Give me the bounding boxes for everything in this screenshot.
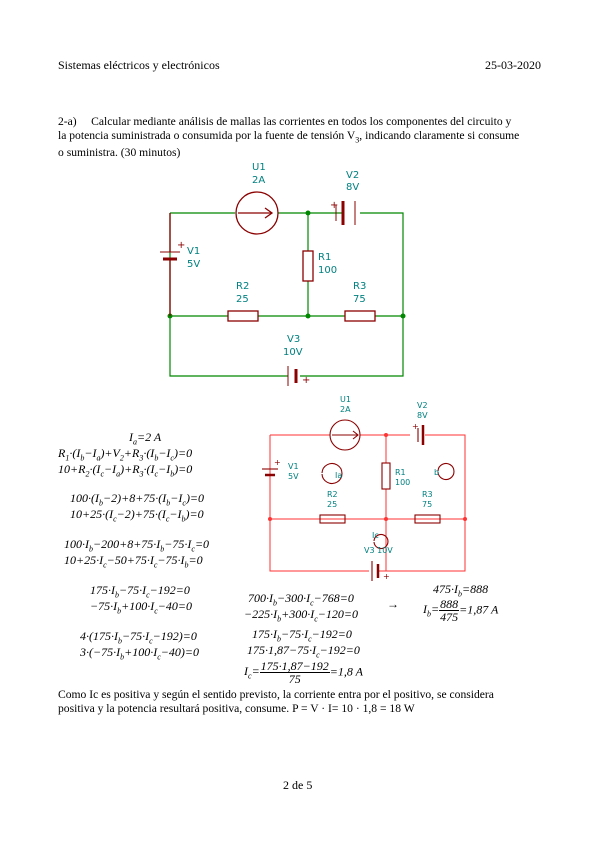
ib-numerator: 888 — [439, 597, 460, 611]
arrow-implies: → — [387, 597, 399, 611]
problem-line-1: 2-a) Calcular mediante análisis de malla… — [58, 115, 512, 128]
mesh-label-v3: V3 10V — [364, 546, 393, 555]
mesh-value-r3: 75 — [422, 500, 432, 509]
eq-b-scaled: 700·Ib−300·Ic−768=0 — [248, 591, 354, 608]
label-v3: V3 — [287, 334, 300, 345]
circuit-nodes — [167, 210, 406, 319]
mesh-value-u1: 2A — [340, 405, 351, 414]
conclusion-line-1: Como Ic es positiva y según el sentido p… — [58, 688, 494, 701]
circuit-labels: + + + — [177, 200, 338, 386]
value-v3: 10V — [283, 347, 303, 358]
eq-c-times3: 3·(−75·Ib+100·Ic−40)=0 — [80, 645, 199, 662]
label-u1: U1 — [252, 162, 266, 173]
eq-b-sub: 100·(Ib−2)+8+75·(Ib−Ic)=0 — [70, 491, 205, 508]
eq-ia: Ia=2 A — [129, 430, 162, 447]
eq-c-scaled: −225·Ib+300·Ic−120=0 — [244, 607, 358, 624]
value-r3: 75 — [353, 294, 366, 305]
label-r2: R2 — [236, 281, 249, 292]
value-v2: 8V — [346, 182, 359, 193]
v2-plus-sign: + — [330, 200, 338, 211]
label-v2: V2 — [346, 170, 359, 181]
mesh-current-ib: b — [434, 468, 439, 477]
mesh-nodes — [268, 433, 467, 521]
circuit-diagram-mesh: + + + U1 2A V2 8V V1 5V R1 100 R2 25 R3 … — [262, 395, 467, 581]
eq-back-sub-values: 175·1,87−75·Ic−192=0 — [247, 643, 360, 660]
ib-rhs: =1,87 A — [459, 602, 499, 617]
value-v1: 5V — [187, 259, 200, 270]
eq-mesh-b: R1·(Ib−Ia)+V2+R3·(Ib−Ic)=0 — [58, 446, 193, 463]
eq-b-simplified: 175·Ib−75·Ic−192=0 — [90, 583, 190, 600]
eq-back-sub: 175·Ib−75·Ic−192=0 — [252, 627, 352, 644]
ic-denominator: 75 — [288, 672, 301, 686]
header-subject: Sistemas eléctricos y electrónicos — [58, 58, 220, 72]
page-number: 2 de 5 — [283, 778, 313, 792]
eq-c-sub: 10+25·(Ic−2)+75·(Ic−Ib)=0 — [70, 507, 204, 524]
ic-rhs: =1,8 A — [329, 664, 363, 679]
mesh-plus-signs: + + + — [274, 422, 419, 581]
label-v1: V1 — [187, 246, 200, 257]
circuit-values: U1 2A V2 8V V1 5V R1 100 R2 25 R3 75 V3 … — [187, 162, 366, 358]
problem-line-2-subscript: 3 — [355, 134, 360, 144]
mesh-label-r3: R3 — [422, 490, 433, 499]
problem-statement: 2-a) Calcular mediante análisis de malla… — [58, 115, 548, 160]
ic-numerator: 175·1,87−192 — [259, 659, 330, 673]
mesh-label-r1: R1 — [395, 468, 406, 477]
resistor-r3 — [344, 310, 376, 322]
value-r1: 100 — [318, 265, 337, 276]
circuit-diagram-main: + + + U1 2A V2 8V V1 5V R1 100 R2 25 R3 … — [160, 162, 406, 386]
eq-c-expand: 10+25·Ic−50+75·Ic−75·Ib=0 — [64, 553, 203, 570]
problem-line-3: o suministra. (30 minutos) — [58, 146, 181, 160]
v3-plus-sign: + — [302, 375, 310, 386]
conclusion-line-2: positiva y la potencia resultará positiv… — [58, 701, 415, 715]
conclusion: Como Ic es positiva y según el sentido p… — [58, 688, 558, 715]
current-source-u1 — [235, 191, 279, 235]
eq-b-times4: 4·(175·Ib−75·Ic−192)=0 — [80, 629, 197, 646]
ib-denominator: 475 — [440, 610, 459, 624]
eq-b-expand: 100·Ib−200+8+75·Ib−75·Ic=0 — [64, 537, 210, 554]
problem-line-2a: la potencia suministrada o consumida por… — [58, 128, 356, 142]
eq-mesh-c: 10+R2·(Ic−Ia)+R3·(Ic−Ib)=0 — [58, 462, 193, 479]
eq-ib-sum: 475·Ib=888 — [433, 582, 489, 599]
value-u1: 2A — [252, 175, 265, 186]
mesh-label-r2: R2 — [327, 490, 338, 499]
value-r2: 25 — [236, 294, 249, 305]
v1-plus-sign: + — [177, 240, 185, 251]
mesh-labels: U1 2A V2 8V V1 5V R1 100 R2 25 R3 75 V3 … — [288, 395, 439, 555]
mesh-current-ic: Ic — [372, 531, 379, 540]
mesh-value-v1: 5V — [288, 472, 299, 481]
mesh-label-v1: V1 — [288, 462, 299, 471]
eq-c-simplified: −75·Ib+100·Ic−40=0 — [90, 599, 192, 616]
mesh-components — [262, 419, 455, 581]
mesh-v1-plus: + — [274, 458, 281, 467]
mesh-label-u1: U1 — [340, 395, 351, 404]
mesh-current-ia: Ia — [335, 471, 342, 480]
mesh-v2-plus: + — [412, 422, 419, 431]
ic-lhs: Ic= — [244, 664, 260, 681]
resistor-r2 — [227, 310, 259, 322]
resistor-r1 — [302, 250, 314, 282]
mesh-value-r2: 25 — [327, 500, 337, 509]
circuit-components — [160, 191, 376, 386]
problem-line-2: la potencia suministrada o consumida por… — [58, 129, 548, 147]
mesh-value-r1: 100 — [395, 478, 410, 487]
label-r3: R3 — [353, 281, 366, 292]
mesh-v3-plus: + — [383, 572, 390, 581]
ib-lhs: Ib= — [423, 602, 440, 619]
problem-line-2b: , indicando claramente si consume — [359, 128, 520, 142]
header-date: 25-03-2020 — [485, 58, 541, 72]
label-r1: R1 — [318, 252, 331, 263]
mesh-value-v2: 8V — [417, 411, 428, 420]
mesh-label-v2: V2 — [417, 401, 428, 410]
